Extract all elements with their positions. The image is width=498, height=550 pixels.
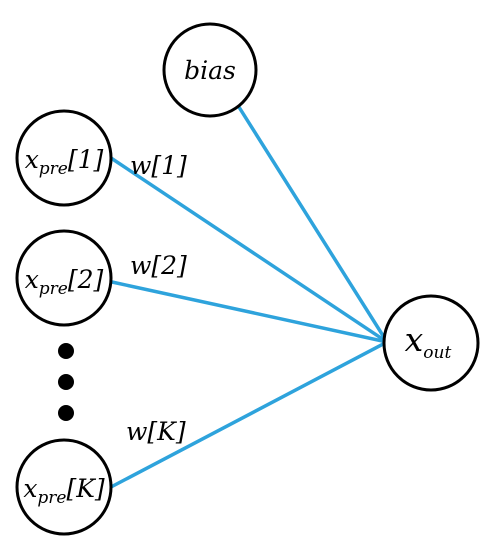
input-node-2-label: xpre[2]: [25, 265, 104, 299]
edge-bias-to-output: [230, 94, 389, 344]
weight-label-2: w[2]: [130, 251, 187, 280]
edge-input-2-to-output: [110, 280, 389, 344]
output-node-label: xout: [405, 320, 452, 363]
edge-input-k-to-output: [109, 340, 389, 489]
edge-input-1-to-output: [109, 156, 389, 344]
input-node-2: xpre[2]: [15, 229, 113, 327]
ellipsis-dot-2: [58, 374, 74, 390]
output-node: xout: [382, 294, 480, 392]
input-node-1: xpre[1]: [15, 109, 113, 207]
bias-node: bias: [162, 22, 258, 118]
bias-node-label: bias: [184, 56, 236, 85]
weight-label-1: w[1]: [130, 151, 187, 180]
input-node-k-label: xpre[K]: [23, 474, 105, 508]
input-node-k: xpre[K]: [15, 438, 113, 536]
input-node-1-label: xpre[1]: [25, 145, 104, 179]
ellipsis-dot-1: [58, 343, 74, 359]
ellipsis-dot-3: [58, 405, 74, 421]
weight-label-k: w[K]: [126, 417, 186, 446]
